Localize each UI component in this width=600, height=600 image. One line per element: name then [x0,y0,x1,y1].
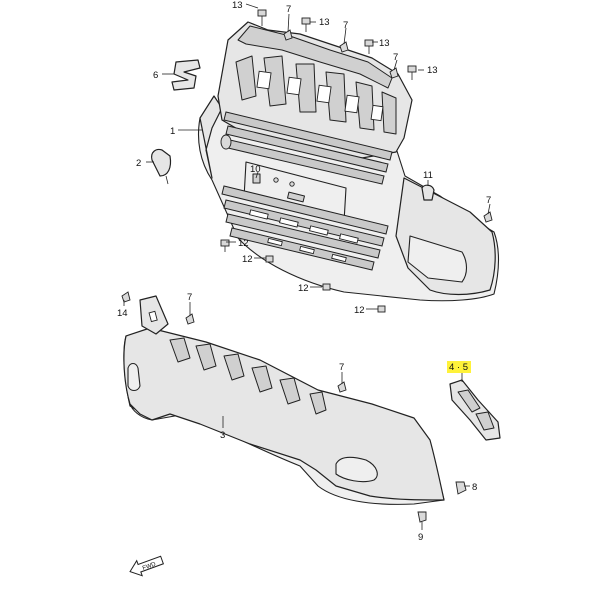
lower-bumper-cover [123,327,445,505]
callout-9: 9 [418,532,423,543]
callout-13-top-mid: 13 [319,17,330,28]
callout-11: 11 [423,170,433,181]
callout-10: 10 [250,164,261,175]
callout-12-mid: 12 [298,283,309,294]
callout-12-left-upper: 12 [238,238,249,249]
callout-13-mid: 13 [379,38,390,49]
callout-13-right: 13 [427,65,438,76]
callout-3: 3 [220,430,225,441]
front-bumper-assembly [197,21,500,302]
callout-7-right-side: 7 [486,195,491,206]
part-11-bracket [421,184,435,201]
fasteners-upper [257,9,417,80]
part-10-bracket [252,173,261,184]
leader-lines [123,3,491,530]
fasteners-bottom [185,313,467,523]
callout-14: 14 [117,308,128,319]
fwd-label: FWD [142,561,158,572]
fwd-arrow: FWD [129,555,165,577]
part-14-bracket [121,291,169,335]
callout-7-top: 7 [286,4,291,15]
callout-6: 6 [153,70,158,81]
callout-12-left-lower: 12 [242,254,253,265]
highlight-part-4-5 [447,361,471,373]
callout-2: 2 [136,158,141,169]
callout-7-lower-mid: 7 [339,362,344,373]
part-2-tow-cover [151,148,172,185]
callout-8: 8 [472,482,477,493]
callout-12-right: 12 [354,305,365,316]
callout-13-top-left: 13 [232,0,243,11]
callout-4-5: 4 · 5 [449,362,468,373]
part-6-emblem [171,59,201,91]
part-4-5-bracket [449,379,501,441]
callout-7-top-right: 7 [343,20,348,31]
callout-7-lower-left: 7 [187,292,192,303]
callout-1: 1 [170,126,175,137]
callout-7-right-top: 7 [393,52,398,63]
callout-labels: 13 7 13 7 13 7 13 6 1 2 10 11 7 12 12 12… [117,0,491,543]
